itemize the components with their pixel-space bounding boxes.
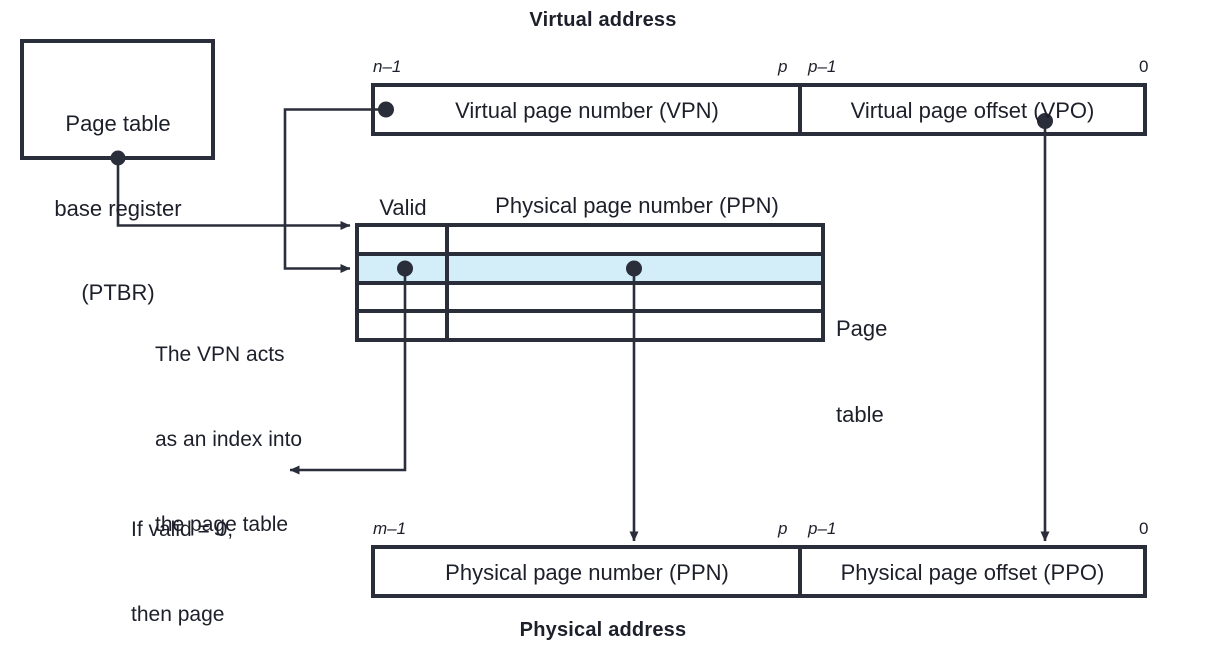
bit-high-text: n–1 bbox=[373, 57, 402, 76]
valid-bit-to-fault-note-line bbox=[289, 268, 407, 475]
ptbr-label-line1: Page table bbox=[65, 111, 171, 137]
bit-low-text: 0 bbox=[1139, 57, 1149, 76]
virtual-address-bit-split-left: p bbox=[778, 57, 787, 77]
ptbr-label: Page table base register (PTBR) bbox=[25, 54, 211, 364]
page-table-side-label: Page table bbox=[836, 258, 887, 487]
ppn-dot bbox=[626, 260, 642, 277]
physical-address-bit-split-left: p bbox=[778, 519, 787, 539]
page-fault-annotation-line1: If valid = 0, bbox=[131, 517, 234, 541]
ptbr-box bbox=[20, 39, 215, 160]
physical-address-box bbox=[371, 545, 1147, 598]
physical-address-bit-low: 0 bbox=[1139, 519, 1148, 539]
bit-split-left-text: p bbox=[778, 519, 788, 538]
vpn-to-pagetable-line bbox=[283, 108, 386, 273]
vpn-index-annotation-line3: the page table bbox=[155, 512, 289, 536]
page-table-side-label-line1: Page bbox=[836, 316, 888, 342]
vpn-index-annotation-line1: The VPN acts bbox=[155, 342, 285, 366]
physical-page-number-field: Physical page number (PPN) bbox=[445, 560, 729, 585]
physical-address-title: Physical address bbox=[519, 619, 687, 641]
vpn-index-annotation-line2: as an index into bbox=[155, 427, 303, 451]
ptbr-junction-dot bbox=[110, 150, 126, 166]
page-table-ppn-header: Physical page number (PPN) bbox=[495, 193, 779, 218]
bit-high-text: m–1 bbox=[373, 519, 407, 538]
virtual-address-bit-high: n–1 bbox=[373, 57, 401, 77]
page-table-side-label-line2: table bbox=[836, 401, 884, 427]
ptbr-to-pagetable-line bbox=[116, 158, 351, 230]
physical-page-offset-field: Physical page offset (PPO) bbox=[840, 560, 1105, 585]
vpn-index-annotation: The VPN acts as an index into the page t… bbox=[155, 284, 302, 596]
virtual-page-offset-field: Virtual page offset (VPO) bbox=[850, 98, 1095, 123]
bit-split-left-text: p bbox=[778, 57, 788, 76]
virtual-address-title: Virtual address bbox=[529, 9, 677, 31]
page-table-valid-header: Valid bbox=[379, 195, 427, 220]
virtual-address-bit-low: 0 bbox=[1139, 57, 1148, 77]
bit-split-right-text: p–1 bbox=[808, 519, 837, 538]
bit-low-text: 0 bbox=[1139, 519, 1149, 538]
virtual-page-number-field: Virtual page number (VPN) bbox=[455, 98, 719, 123]
virtual-address-bit-split-right: p–1 bbox=[808, 57, 836, 77]
page-fault-annotation-line2: then page bbox=[131, 602, 225, 626]
physical-address-bit-high: m–1 bbox=[373, 519, 406, 539]
page-table-row-highlight bbox=[357, 254, 823, 283]
vpo-tap-dot bbox=[1037, 113, 1053, 129]
ptbr-label-line2: base register bbox=[54, 195, 182, 221]
vpn-tap-dot bbox=[378, 101, 394, 118]
ptbr-label-line3: (PTBR) bbox=[81, 280, 155, 306]
valid-bit-dot bbox=[397, 260, 413, 277]
physical-address-bit-split-right: p–1 bbox=[808, 519, 836, 539]
page-fault-annotation: If valid = 0, then page not in memory (p… bbox=[131, 459, 264, 652]
bit-split-right-text: p–1 bbox=[808, 57, 837, 76]
